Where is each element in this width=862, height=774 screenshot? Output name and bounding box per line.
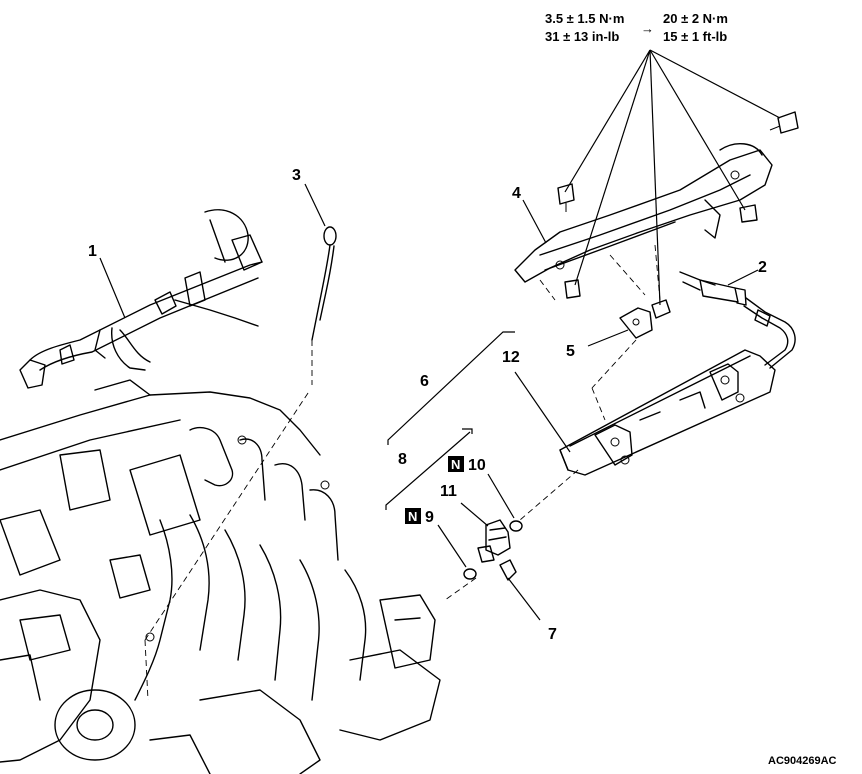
callout-labels: 1 2 3 4 5 6 7 8 9 10 11 12 (88, 167, 767, 643)
figure-code: AC904269AC (768, 755, 837, 767)
injector-clip (499, 559, 517, 581)
callout-4: 4 (512, 185, 521, 202)
torque-value-low-nm: 3.5 ± 1.5 N·m (545, 11, 624, 26)
clip-part (591, 299, 671, 421)
non-reusable-mark-9: N (405, 508, 421, 524)
o-ring-lower (463, 568, 477, 580)
non-reusable-mark-text: N (408, 509, 417, 524)
callout-9: 9 (425, 509, 434, 526)
injector-assembly (444, 519, 523, 601)
torque-value-high-nm: 20 ± 2 N·m (663, 11, 728, 26)
non-reusable-mark-text: N (451, 457, 460, 472)
callout-10: 10 (468, 457, 486, 474)
callout-1: 1 (88, 243, 97, 260)
callout-3: 3 (292, 167, 301, 184)
non-reusable-mark-10: N (448, 456, 464, 472)
fuel-rail-part (519, 349, 776, 521)
o-ring-upper (509, 520, 523, 532)
callout-7: 7 (548, 626, 557, 643)
callout-11: 11 (440, 483, 457, 500)
injector-body (485, 519, 511, 556)
callout-5: 5 (566, 343, 575, 360)
torque-value-low-inlb: 31 ± 13 in-lb (545, 29, 619, 44)
callout-8: 8 (398, 451, 407, 468)
wiring-harness-part (19, 209, 263, 389)
bracket-part (514, 111, 799, 301)
callout-6: 6 (420, 373, 429, 390)
fuel-hose-part (679, 271, 796, 369)
callout-leaders (99, 183, 759, 621)
callout-2: 2 (758, 259, 767, 276)
torque-spec: 3.5 ± 1.5 N·m 31 ± 13 in-lb → 20 ± 2 N·m… (545, 11, 728, 44)
torque-arrow: → (641, 21, 654, 36)
torque-value-high-ftlb: 15 ± 1 ft-lb (663, 29, 727, 44)
engine-block (0, 379, 441, 774)
connector-lead-part (311, 226, 337, 385)
callout-12: 12 (502, 349, 520, 366)
torque-leaders (564, 49, 781, 306)
